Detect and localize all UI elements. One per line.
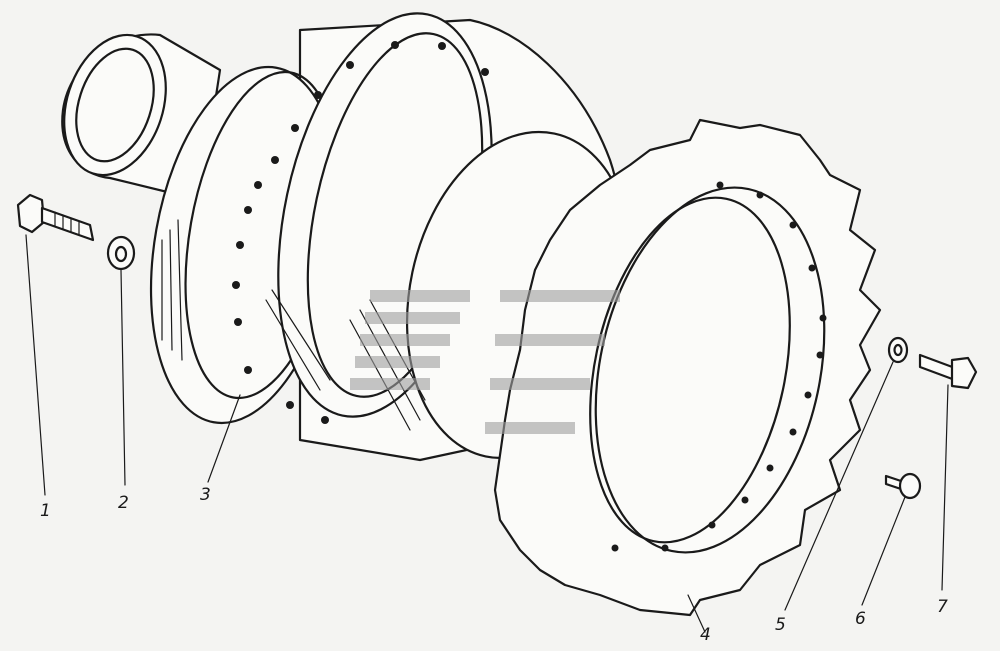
leader-lines (25, 234, 949, 633)
bolt-right-part (918, 353, 978, 390)
small-washer-part (887, 336, 909, 364)
hex-bolt-part (16, 193, 95, 242)
washer-part (106, 235, 136, 271)
callout-labels: 1 2 3 4 5 6 7 (40, 485, 948, 645)
callout-1: 1 (40, 501, 51, 521)
callout-5: 5 (775, 615, 786, 635)
callout-4: 4 (700, 625, 711, 645)
watermark-logo (350, 290, 620, 434)
callout-3: 3 (200, 485, 211, 505)
callout-7: 7 (937, 597, 948, 617)
callout-6: 6 (855, 609, 866, 629)
screw-part (884, 472, 922, 500)
callout-2: 2 (118, 493, 129, 513)
sprocket-ring (493, 118, 882, 617)
